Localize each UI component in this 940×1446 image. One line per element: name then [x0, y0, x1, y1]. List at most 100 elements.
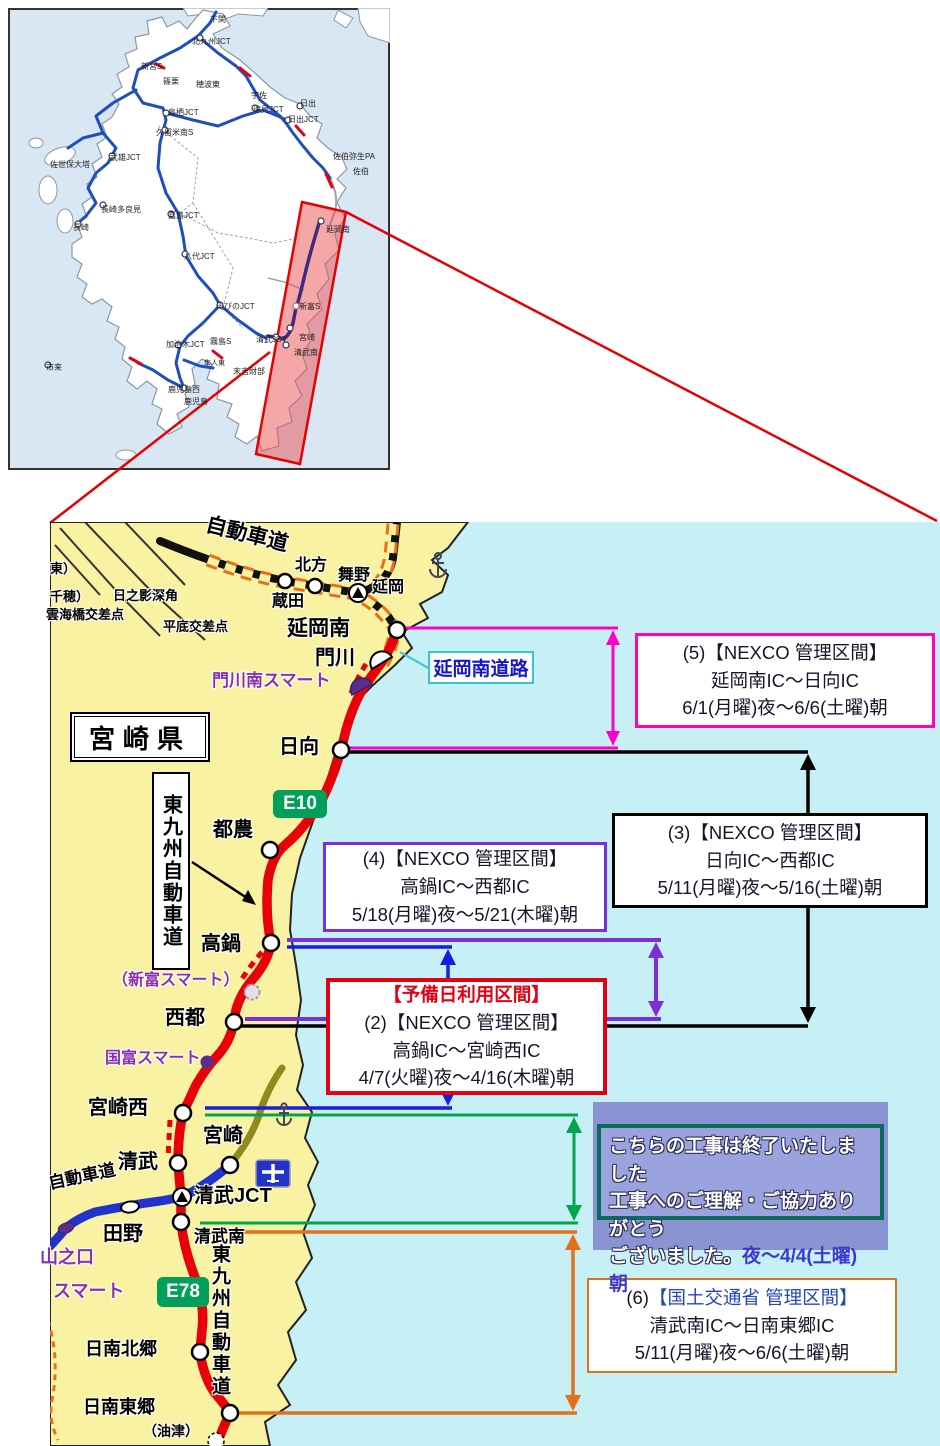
- label-miyazaki: 宮崎: [203, 1125, 243, 1147]
- kunitomi-smart-ic: [200, 1055, 214, 1069]
- completed-line-2: 工事へのご理解・ご協力ありがとう: [609, 1191, 857, 1240]
- ov-saiki: 佐伯: [353, 167, 369, 176]
- ov-hayami-jct: 速見JCT: [253, 105, 284, 114]
- label-aburatsu: （油津）: [143, 1423, 199, 1439]
- span-magenta: [342, 626, 620, 750]
- label-nobeoka-minami: 延岡南: [287, 617, 350, 640]
- nobeoka-minami-road-label: 延岡南道路: [428, 651, 534, 684]
- notice-2-title: (2)【NEXCO 管理区間】: [364, 1011, 569, 1033]
- coastal-road-dashed: [50, 1321, 60, 1441]
- ov-kagoshima-nishi: 鹿児島西: [168, 385, 200, 394]
- label-kadogawa-minami-smart: 門川南スマート: [212, 671, 331, 690]
- label-unkaibashi: 雲海橋交差点: [46, 607, 125, 622]
- span-orange: [200, 1230, 581, 1415]
- kiyotake-jct-node: [172, 1187, 192, 1207]
- label-kadogawa: 門川: [315, 647, 355, 669]
- ov-kitakyushu-jct: 北九州JCT: [192, 37, 231, 46]
- ov-kiyotake-jct: 清武JCT: [256, 335, 287, 344]
- label-jidoshado-top: 自動車道: [203, 513, 291, 556]
- kadogawa-half-ic: [369, 650, 394, 671]
- route-badge-e10: E10: [273, 790, 327, 818]
- notice-3-section: 日向IC～西都IC: [705, 849, 835, 871]
- notice-box-3: (3)【NEXCO 管理区間】 日向IC～西都IC 5/11(月曜)夜～5/16…: [612, 813, 928, 908]
- port-anchor-icon: [429, 552, 447, 578]
- label-takanabe: 高鍋: [201, 933, 241, 955]
- label-kurada: 蔵田: [272, 593, 305, 610]
- label-kunitomi-smart: 国富スマート: [105, 1050, 201, 1067]
- ov-kirishima: 霧島S: [210, 337, 232, 346]
- ov-ichiki: 市来: [46, 363, 62, 372]
- notice-6-dates: 5/11(月曜)夜～6/6(土曜)朝: [634, 1342, 850, 1364]
- notice-box-4: (4)【NEXCO 管理区間】 高鍋IC～西都IC 5/18(月曜)夜～5/21…: [323, 842, 607, 932]
- expressway-name-box: 東九州自動車道: [152, 772, 190, 970]
- ov-saiki-yayoi-pa: 佐伯弥生PA: [333, 152, 376, 161]
- ov-miyazaki: 宮崎: [299, 333, 315, 342]
- route-badge-e78: E78: [157, 1277, 209, 1307]
- ov-nobeoka-minami: 延岡南: [326, 225, 350, 234]
- label-hirasoko: 平底交差点: [163, 619, 229, 634]
- ov-shimonoseki: 下関: [210, 15, 226, 24]
- connector-line-right: [345, 210, 938, 523]
- ov-hiji: 日出: [300, 99, 316, 108]
- completed-line-3-text: ございました。: [609, 1246, 743, 1268]
- completed-line-1: こちらの工事は終了いたしました: [609, 1136, 857, 1185]
- ov-honami-higashi: 穂波東: [196, 80, 220, 89]
- label-kiyotake-jct: 清武JCT: [194, 1185, 272, 1207]
- ov-usa: 宇佐: [251, 91, 267, 100]
- notice-5-dates: 6/1(月曜)夜～6/6(土曜)朝: [682, 697, 888, 719]
- completed-works-message: こちらの工事は終了いたしました 工事へのご理解・ご協力ありがとう ございました。…: [597, 1124, 884, 1295]
- ov-shingu: 新宮S: [141, 62, 163, 71]
- label-kiyotake: 清武: [118, 1151, 158, 1173]
- label-kiyotake-minami: 清武南: [194, 1227, 245, 1246]
- olive-road: [226, 1064, 286, 1169]
- label-yamanokuchi: 山之口: [40, 1247, 94, 1267]
- nobeoka-jct-node: [348, 583, 368, 603]
- label-tano: 田野: [103, 1223, 143, 1245]
- ov-sasebo-daito: 佐世保大塔: [50, 160, 90, 169]
- port-anchor-icon-2: [276, 1102, 292, 1126]
- notice-3-dates: 5/11(月曜)夜～5/16(土曜)朝: [657, 877, 883, 899]
- label-higashi: 東）: [50, 561, 77, 576]
- notice-2-dates: 4/7(火曜)夜～4/16(木曜)朝: [358, 1067, 575, 1089]
- highlight-rectangle: [254, 200, 348, 466]
- notice-4-dates: 5/18(月曜)夜～5/21(木曜)朝: [351, 903, 579, 925]
- ov-tosu-jct: 鳥栖JCT: [168, 108, 199, 117]
- label-tsuno: 都農: [213, 819, 253, 841]
- label-higashikyushu-expwy-bottom: 東九州自動車道: [209, 1244, 230, 1398]
- completed-works-panel: こちらの工事は終了いたしました 工事へのご理解・ご協力ありがとう ございました。…: [593, 1102, 888, 1295]
- notice-5-title: (5)【NEXCO 管理区間】: [682, 641, 888, 663]
- notice-6-section: 清武南IC～日南東郷IC: [649, 1314, 835, 1336]
- ov-yatsushiro-jct: 八代JCT: [184, 252, 215, 261]
- kadogawa-minami-smart-ic: [349, 677, 374, 697]
- ov-hiji-jct: 日出JCT: [288, 115, 319, 124]
- label-hinokage-fukasumi: 日之影深角: [113, 588, 179, 603]
- aburatsu-ic: [207, 1432, 225, 1446]
- notice-box-5: (5)【NEXCO 管理区間】 延岡南IC～日向IC 6/1(月曜)夜～6/6(…: [635, 633, 935, 728]
- label-yamanokuchi-smart: スマート: [53, 1281, 125, 1301]
- notice-box-2: 【予備日利用区間】 (2)【NEXCO 管理区間】 高鍋IC～宮崎西IC 4/7…: [326, 978, 607, 1095]
- notice-5-section: 延岡南IC～日向IC: [710, 669, 859, 691]
- airport-icon: [255, 1159, 291, 1188]
- ov-sasaguri: 篠栗: [163, 77, 179, 86]
- label-saito: 西都: [165, 1007, 205, 1029]
- label-maino: 舞野: [338, 567, 371, 584]
- label-chiho: 千穂）: [50, 589, 90, 604]
- ov-shintomi: 新富S: [299, 302, 321, 311]
- label-miyazaki-expwy: 自動車道: [46, 1160, 118, 1193]
- label-nichinan-togo: 日南東郷: [83, 1397, 155, 1417]
- shintomi-smart-ic: [243, 983, 261, 1001]
- ov-nagasaki: 長崎: [73, 223, 89, 232]
- ov-sueyoshi-zaibu: 末吉財部: [233, 367, 265, 376]
- label-nobeoka: 延岡: [372, 579, 405, 596]
- ov-nagasaki-tarami: 長崎多良見: [101, 205, 141, 214]
- notice-4-title: (4)【NEXCO 管理区間】: [362, 848, 568, 870]
- label-nichinan-hokugo: 日南北郷: [85, 1339, 157, 1359]
- tano-ic: [120, 1200, 140, 1214]
- notice-2-section: 高鍋IC～宮崎西IC: [392, 1039, 541, 1061]
- notice-4-section: 高鍋IC～西都IC: [400, 876, 530, 898]
- label-miyazaki-nishi: 宮崎西: [88, 1097, 148, 1119]
- road-label-leader: [399, 651, 431, 670]
- label-hyuga: 日向: [279, 736, 319, 758]
- prefecture-name: 宮崎県: [74, 716, 206, 758]
- ov-ebino-jct: えびのJCT: [216, 302, 255, 311]
